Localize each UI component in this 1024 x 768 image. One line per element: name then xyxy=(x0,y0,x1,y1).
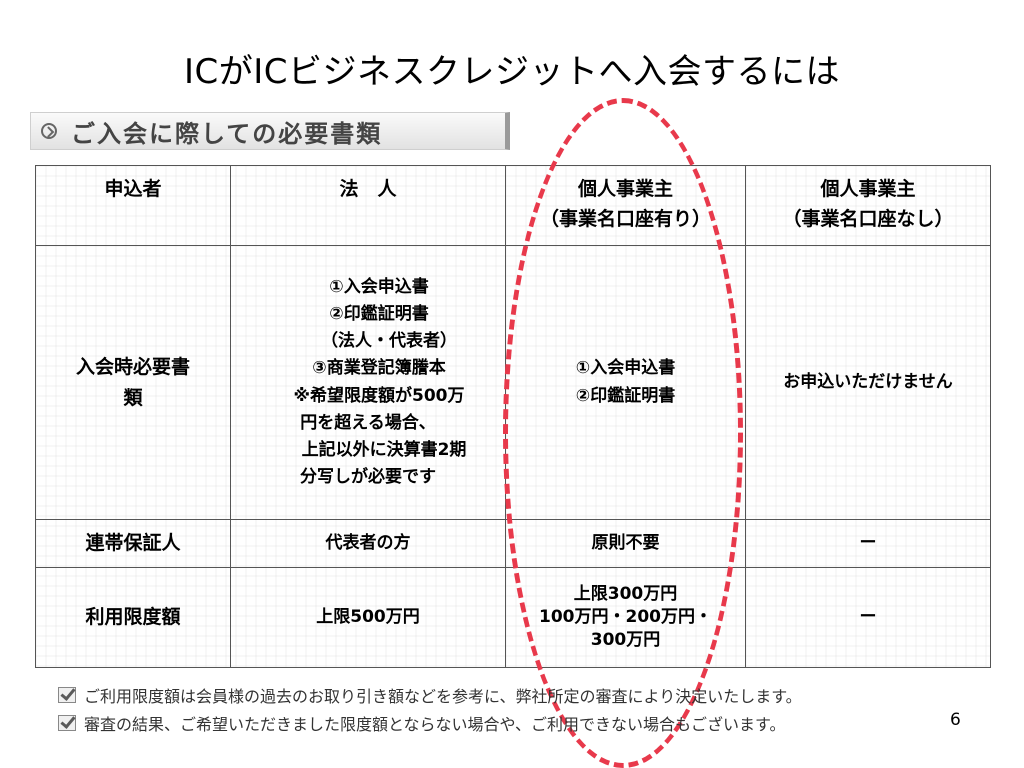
page-title: ICがICビジネスクレジットへ入会するには xyxy=(183,52,841,92)
table-row-limit: 利用限度額 上限500万円 上限300万円 100万円・200万円・ 300万円… xyxy=(35,567,991,668)
sole-with-limit: 上限300万円 100万円・200万円・ 300万円 xyxy=(505,567,746,668)
header-applicant: 申込者 xyxy=(35,165,231,246)
sole-without-documents: お申込いただけません xyxy=(745,245,991,520)
checkbox-icon xyxy=(58,687,76,703)
note-item: 審査の結果、ご希望いただきました限度額とならない場合や、ご利用できない場合もござ… xyxy=(58,709,1008,737)
checkbox-icon xyxy=(58,715,76,731)
row-label-guarantor: 連帯保証人 xyxy=(35,519,231,568)
sole-without-guarantor: ー xyxy=(745,519,991,568)
page-number: 6 xyxy=(950,710,961,730)
table-header-row: 申込者 法 人 個人事業主 （事業名口座有り） 個人事業主 （事業名口座なし） xyxy=(35,165,991,246)
sole-without-limit: ー xyxy=(745,567,991,668)
notes: ご利用限度額は会員様の過去のお取り引き額などを参考に、弊社所定の審査により決定い… xyxy=(58,681,1008,737)
header-sole-without-account: 個人事業主 （事業名口座なし） xyxy=(745,165,991,246)
corporation-limit: 上限500万円 xyxy=(230,567,506,668)
table-row-guarantor: 連帯保証人 代表者の方 原則不要 ー xyxy=(35,519,991,568)
corporation-guarantor: 代表者の方 xyxy=(230,519,506,568)
row-label-documents: 入会時必要書 類 xyxy=(35,245,231,520)
corporation-documents: ①入会申込書 ②印鑑証明書 （法人・代表者） ③商業登記簿謄本 ※希望限度額が5… xyxy=(230,245,506,520)
sole-with-documents: ①入会申込書 ②印鑑証明書 xyxy=(505,245,746,520)
requirements-table: 申込者 法 人 個人事業主 （事業名口座有り） 個人事業主 （事業名口座なし） … xyxy=(35,165,991,668)
sole-with-guarantor: 原則不要 xyxy=(505,519,746,568)
header-sole-with-account: 個人事業主 （事業名口座有り） xyxy=(505,165,746,246)
row-label-limit: 利用限度額 xyxy=(35,567,231,668)
arrow-circle-icon xyxy=(41,123,57,139)
section-label-text: ご入会に際しての必要書類 xyxy=(71,119,383,148)
note-text: 審査の結果、ご希望いただきました限度額とならない場合や、ご利用できない場合もござ… xyxy=(84,715,786,734)
header-corporation: 法 人 xyxy=(230,165,506,246)
section-label: ご入会に際しての必要書類 xyxy=(30,112,510,150)
table-row-documents: 入会時必要書 類 ①入会申込書 ②印鑑証明書 （法人・代表者） ③商業登記簿謄本… xyxy=(35,245,991,520)
note-text: ご利用限度額は会員様の過去のお取り引き額などを参考に、弊社所定の審査により決定い… xyxy=(84,687,802,706)
note-item: ご利用限度額は会員様の過去のお取り引き額などを参考に、弊社所定の審査により決定い… xyxy=(58,681,1008,709)
